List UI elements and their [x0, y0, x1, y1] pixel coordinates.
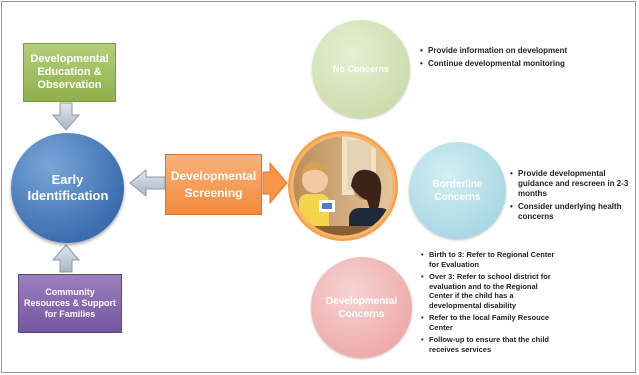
- arrow-right-photo: [262, 161, 288, 205]
- screening-photo: [288, 131, 398, 241]
- community-resources-label: Community Resources & Support for Famili…: [23, 287, 117, 319]
- no-concerns-label: No Concerns: [332, 64, 389, 74]
- arrow-up-community: [51, 244, 81, 273]
- list-item: Birth to 3: Refer to Regional Center for…: [421, 250, 561, 269]
- list-item: Consider underlying health concerns: [510, 202, 634, 222]
- borderline-notes: Provide developmental guidance and rescr…: [510, 169, 634, 225]
- education-observation-box: Developmental Education & Observation: [23, 43, 116, 102]
- arrow-left-screening: [129, 168, 166, 198]
- developmental-concerns-circle: Developmental Concerns: [311, 257, 412, 358]
- developmental-screening-box: Developmental Screening: [165, 154, 262, 215]
- developmental-notes: Birth to 3: Refer to Regional Center for…: [421, 250, 561, 357]
- borderline-concerns-circle: Borderline Concerns: [409, 142, 506, 239]
- early-identification-circle: Early Identification: [11, 133, 124, 243]
- list-item: Provide developmental guidance and rescr…: [510, 169, 634, 199]
- no-concerns-notes: Provide information on development Conti…: [420, 46, 570, 72]
- early-identification-label: Early Identification: [27, 172, 109, 203]
- borderline-concerns-label: Borderline Concerns: [432, 178, 483, 203]
- list-item: Refer to the local Family Resouce Center: [421, 313, 561, 332]
- developmental-concerns-label: Developmental Concerns: [325, 295, 398, 320]
- list-item: Over 3: Refer to school district for eva…: [421, 272, 561, 310]
- list-item: Follow-up to ensure that the child recei…: [421, 335, 561, 354]
- education-observation-label: Developmental Education & Observation: [30, 53, 109, 91]
- developmental-screening-label: Developmental Screening: [170, 168, 257, 200]
- arrow-down-education: [51, 102, 81, 131]
- list-item: Continue developmental monitoring: [420, 59, 570, 69]
- no-concerns-circle: No Concerns: [312, 20, 410, 118]
- list-item: Provide information on development: [420, 46, 570, 56]
- community-resources-box: Community Resources & Support for Famili…: [18, 274, 122, 333]
